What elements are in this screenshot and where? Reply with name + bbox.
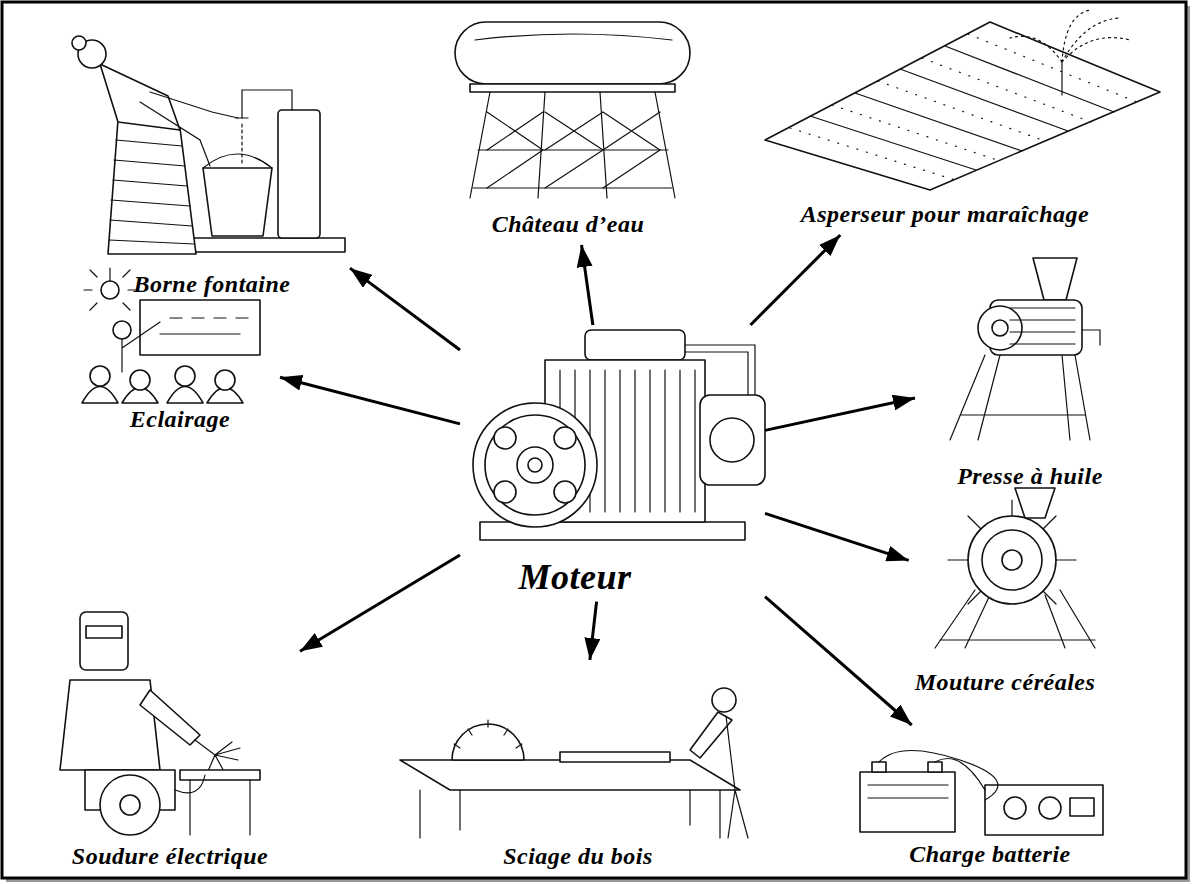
application-node: Charge batterie: [845, 725, 1150, 875]
application-caption: Château d’eau: [492, 211, 645, 239]
oil-press-illustration: [950, 258, 1100, 440]
application-caption: Soudure électrique: [72, 843, 268, 871]
application-node: Sciage du bois: [390, 660, 765, 875]
application-node: Borne fontaine: [55, 12, 350, 305]
connector-arrow: [765, 398, 915, 430]
engine-node: Moteur: [460, 325, 765, 602]
welding-illustration: [60, 612, 260, 835]
water-tower-illustration: [455, 22, 690, 198]
engine-caption: Moteur: [518, 557, 631, 598]
sawing-illustration: [400, 688, 748, 838]
application-node: Soudure électrique: [30, 590, 300, 875]
application-node: Château d’eau: [425, 12, 705, 245]
application-caption: Charge batterie: [909, 841, 1071, 869]
application-caption: Asperseur pour maraîchage: [801, 201, 1090, 229]
connector-arrow: [765, 513, 909, 560]
connector-arrow: [280, 377, 460, 424]
connector-arrow: [350, 268, 460, 350]
connector-arrow: [590, 602, 597, 660]
application-node: Eclairage: [70, 260, 280, 440]
application-caption: Sciage du bois: [503, 843, 653, 871]
application-caption: Presse à huile: [957, 463, 1103, 491]
application-node: Mouture céréales: [909, 500, 1150, 700]
battery-charging-illustration: [860, 750, 1103, 835]
grain-mill-illustration: [935, 488, 1095, 648]
application-caption: Borne fontaine: [133, 271, 290, 299]
connector-arrow: [751, 235, 841, 325]
connector-arrow: [300, 555, 460, 651]
application-node: Presse à huile: [915, 250, 1150, 495]
application-node: Asperseur pour maraîchage: [735, 10, 1170, 235]
engine-illustration: [473, 330, 765, 540]
application-caption: Eclairage: [130, 406, 231, 434]
sprinkler-field-illustration: [765, 10, 1160, 190]
fountain-illustration: [72, 36, 345, 254]
connector-arrow: [765, 597, 912, 725]
application-caption: Mouture céréales: [915, 669, 1096, 697]
connector-arrow: [582, 245, 593, 325]
